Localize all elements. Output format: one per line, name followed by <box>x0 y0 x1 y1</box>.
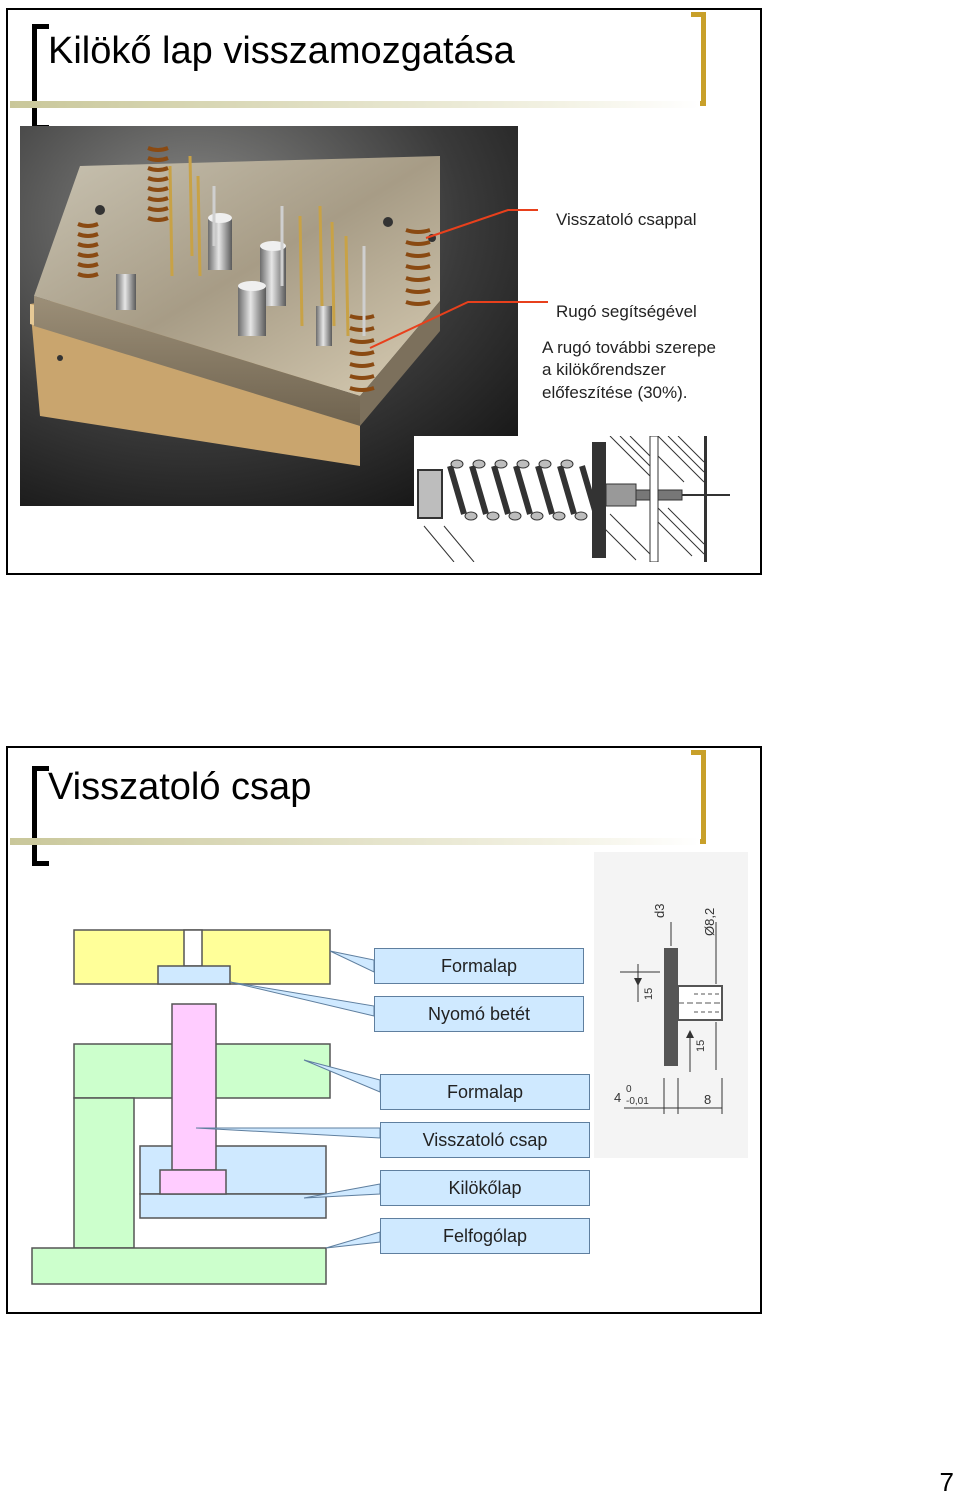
callout-spring: Rugó segítségével <box>556 302 697 321</box>
note-line-2: a kilökőrendszer <box>542 360 666 379</box>
ejector-plate <box>139 1193 327 1219</box>
dim-8: 8 <box>704 1092 711 1107</box>
dim-15a: 15 <box>643 988 655 1000</box>
return-pin-head <box>159 1169 227 1195</box>
callout-leaders <box>369 209 548 349</box>
dim-tol-upper: 0 <box>626 1084 632 1095</box>
callout-return-pin: Visszatoló csappal <box>556 210 697 229</box>
spacer-block <box>73 1097 135 1249</box>
title-underline <box>10 101 700 108</box>
label-formalap-top: Formalap <box>374 948 584 984</box>
dim-15b: 15 <box>695 1040 707 1052</box>
spring-section-drawing <box>414 436 730 562</box>
page-number: 7 <box>939 1467 954 1497</box>
label-kilokolap: Kilökőlap <box>380 1170 590 1206</box>
label-nyomo-betet: Nyomó betét <box>374 996 584 1032</box>
label-felfogolap: Felfogólap <box>380 1218 590 1254</box>
label-visszatolo-csap: Visszatoló csap <box>380 1122 590 1158</box>
slide-1: Kilökő lap visszamozgatása <box>6 8 762 575</box>
note-line-3: előfeszítése (30%). <box>542 383 688 402</box>
note-line-1: A rugó további szerepe <box>542 338 716 357</box>
return-pin <box>171 1003 217 1171</box>
ejector-plate-photo <box>20 126 518 506</box>
dim-diameter: Ø8,2 <box>702 908 717 936</box>
dim-tol-lower: -0,01 <box>626 1096 649 1107</box>
slide-2: Visszatoló csap Formalap Nyomó betét For… <box>6 746 762 1314</box>
dim-d3: d3 <box>652 904 667 918</box>
slide-1-title: Kilökő lap visszamozgatása <box>48 30 515 72</box>
label-formalap: Formalap <box>380 1074 590 1110</box>
pressure-insert <box>157 965 231 985</box>
dim-4: 4 <box>614 1090 621 1105</box>
return-pin-technical-drawing: d3 Ø8,2 15 15 4 0 -0,01 8 <box>594 852 748 1158</box>
mould-schematic <box>31 929 381 1285</box>
clamp-plate <box>31 1247 327 1285</box>
title-bracket-left <box>32 766 49 866</box>
slide-2-title: Visszatoló csap <box>48 766 312 808</box>
title-underline <box>10 838 700 845</box>
